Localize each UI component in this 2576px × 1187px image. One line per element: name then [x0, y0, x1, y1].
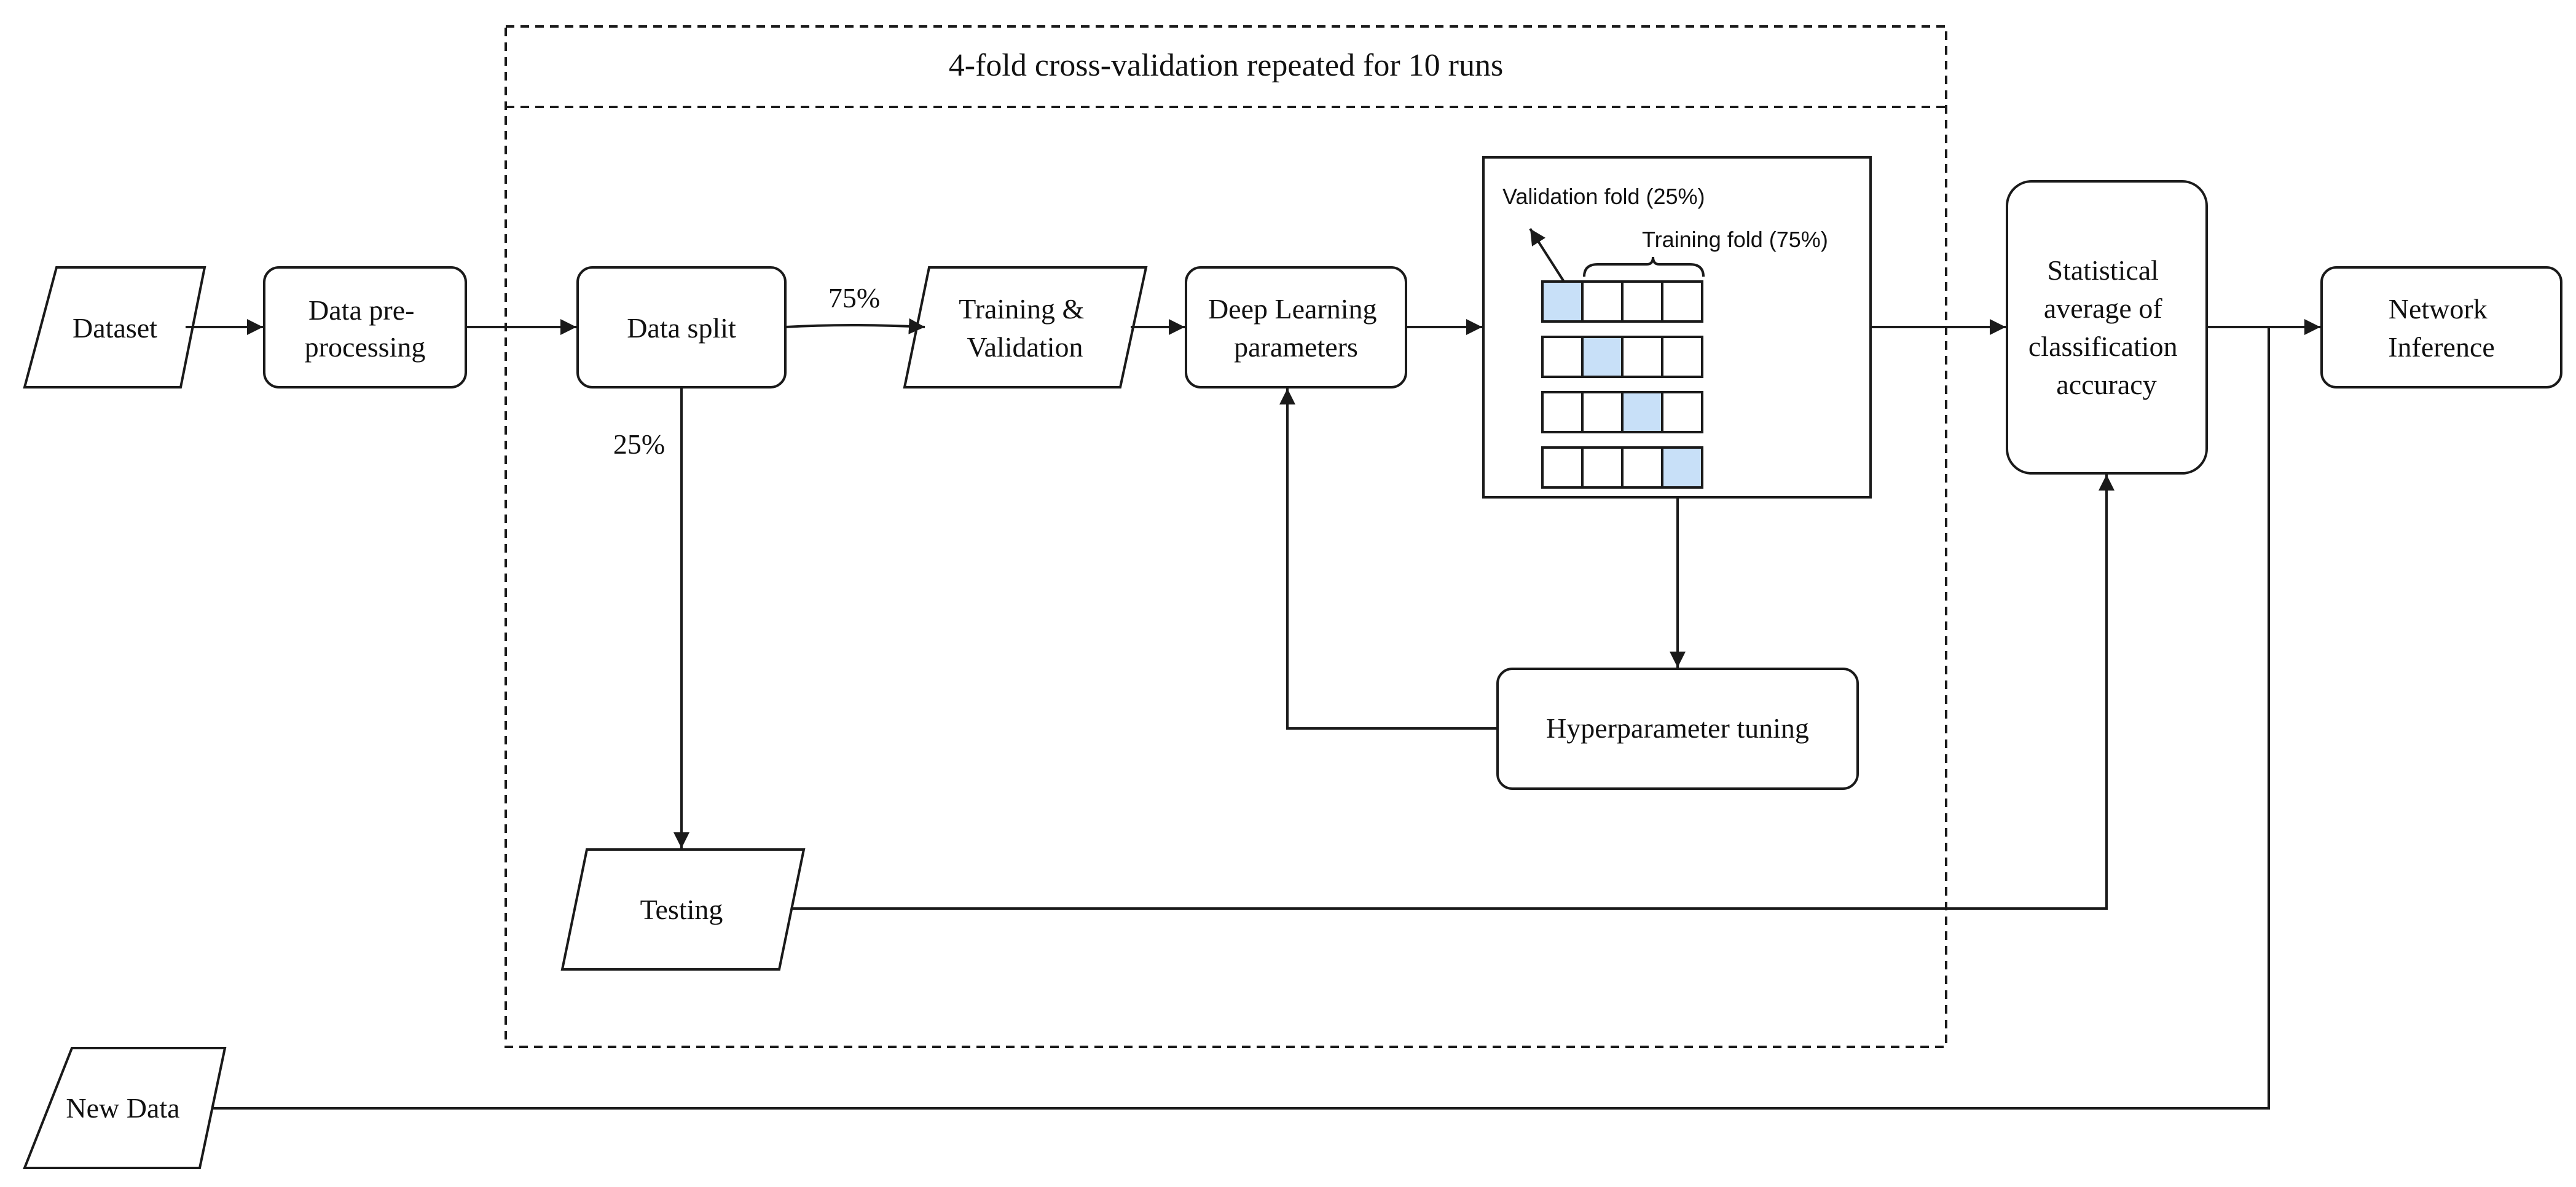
svg-text:Statistical average of: Statistical average of classification ac… [2028, 254, 2185, 400]
training-fold-cell [1661, 336, 1703, 378]
dataset-node: Dataset [23, 266, 206, 388]
network-inference-label-line2: Inference [2388, 331, 2495, 363]
training-fold-cell [1541, 336, 1584, 378]
training-fold-cell [1661, 391, 1703, 433]
training-fold-cell [1581, 446, 1624, 489]
training-validation-node: Training & Validation [903, 266, 1148, 388]
validation-fold-label: Validation fold (25%) [1502, 184, 1705, 209]
preprocessing-label-line1: Data pre- [308, 294, 414, 326]
svg-text:Data pre- processing: Data pre- processing [305, 294, 426, 363]
training-fold-cell [1621, 336, 1663, 378]
training-fold-cell [1541, 446, 1584, 489]
connectors [186, 318, 2320, 1110]
edge-hyperparameter-to-deep-learning [1279, 388, 1498, 730]
testing-label: Testing [640, 894, 723, 925]
edge-testing-to-statistical [791, 475, 2115, 910]
validation-fold-cell [1581, 336, 1624, 378]
network-inference-node: Network Inference [2320, 266, 2562, 388]
statistical-node: Statistical average of classification ac… [2006, 180, 2208, 475]
training-fold-cell [1621, 280, 1663, 323]
data-split-node: Data split [576, 266, 787, 388]
training-validation-label-line1: Training & [959, 293, 1084, 325]
training-validation-label-line2: Validation [967, 331, 1083, 363]
training-fold-cell [1661, 280, 1703, 323]
statistical-label-line2: average of [2044, 293, 2162, 324]
hyperparameter-label: Hyperparameter tuning [1546, 712, 1809, 744]
new-data-label: New Data [66, 1092, 179, 1124]
preprocessing-label-line2: processing [305, 331, 426, 363]
validation-fold-cell [1541, 280, 1584, 323]
hyperparameter-node: Hyperparameter tuning [1496, 668, 1859, 790]
edge-new-data-to-inference [212, 327, 2270, 1110]
svg-text:Network Inference: Network Inference [2388, 293, 2495, 363]
edge-split-to-training [785, 318, 925, 334]
data-split-label: Data split [627, 312, 736, 344]
cv-frame-title: 4-fold cross-validation repeated for 10 … [949, 48, 1503, 83]
deep-learning-label-line1: Deep Learning [1208, 293, 1377, 325]
preprocessing-node: Data pre- processing [263, 266, 467, 388]
statistical-label-line4: accuracy [2056, 369, 2156, 400]
split-test-percent-label: 25% [613, 428, 665, 460]
training-fold-cell [1621, 446, 1663, 489]
training-fold-cell [1541, 391, 1584, 433]
statistical-label-line3: classification [2028, 331, 2178, 362]
training-fold-label: Training fold (75%) [1642, 227, 1828, 252]
training-fold-cell [1581, 391, 1624, 433]
training-fold-cell [1581, 280, 1624, 323]
statistical-label-line1: Statistical [2048, 254, 2159, 286]
validation-pointer-arrow [1529, 227, 1565, 283]
deep-learning-node: Deep Learning parameters [1185, 266, 1407, 388]
testing-node: Testing [560, 848, 806, 971]
network-inference-label-line1: Network [2389, 293, 2488, 325]
split-train-percent-label: 75% [828, 282, 880, 314]
svg-text:Deep Learning parameters: Deep Learning parameters [1208, 293, 1384, 363]
fold-grid [1541, 280, 1703, 489]
deep-learning-label-line2: parameters [1234, 331, 1358, 363]
dataset-label: Dataset [73, 312, 157, 344]
svg-text:Training & Validation: Training & Validation [959, 293, 1091, 363]
new-data-node: New Data [23, 1047, 227, 1169]
training-fold-brace [1583, 256, 1705, 277]
validation-fold-cell [1621, 391, 1663, 433]
kfold-box [1482, 156, 1872, 499]
cv-frame [505, 25, 1947, 1048]
validation-fold-cell [1661, 446, 1703, 489]
